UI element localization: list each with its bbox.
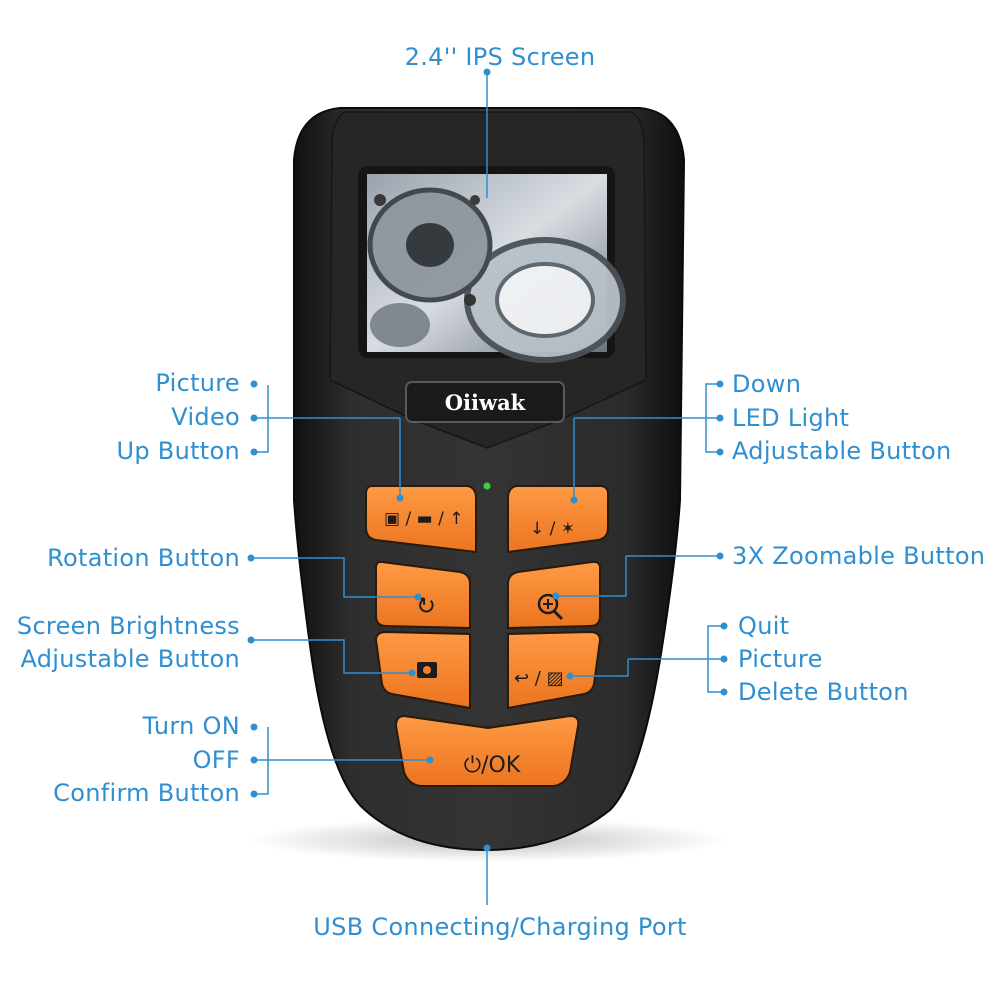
rotation-button-callout: Rotation Button [47, 544, 240, 572]
picture-video-up-button [365, 485, 477, 554]
brightness-callout-line1: Screen Brightness [16, 612, 240, 640]
zoom-button-callout: 3X Zoomable Button [732, 542, 986, 570]
power-ok-label: ⏻/OK [464, 753, 521, 778]
callout-dots [247, 68, 728, 852]
callout-lines [252, 72, 722, 905]
picture-callout: Picture [155, 369, 240, 397]
rotation-button [375, 560, 471, 630]
video-callout: Video [171, 403, 240, 431]
off-callout: OFF [192, 746, 240, 774]
usb-port-callout: USB Connecting/Charging Port [313, 913, 687, 941]
rotate-icon: ↻ [416, 592, 436, 620]
brightness-icon [417, 662, 437, 678]
brand-logo: Oiiwak [445, 390, 526, 415]
up-button-callout: Up Button [116, 437, 240, 465]
zoom-in-icon [537, 593, 564, 621]
picture-right-callout: Picture [738, 645, 823, 673]
down-callout: Down [732, 370, 802, 398]
quit-picture-delete-button [507, 630, 602, 710]
brightness-callout-line2: Adjustable Button [20, 645, 240, 673]
delete-button-callout: Delete Button [738, 678, 909, 706]
turn-on-callout: Turn ON [142, 712, 240, 740]
power-ok-button [394, 714, 580, 787]
brand-plate [405, 381, 565, 423]
screen-image [367, 187, 626, 363]
quit-callout: Quit [738, 612, 790, 640]
down-led-glyphs: ↓ / ✶ [530, 519, 575, 539]
led-indicator [483, 482, 491, 490]
led-light-callout: LED Light [732, 404, 850, 432]
adjustable-button-callout: Adjustable Button [732, 437, 952, 465]
down-led-button [507, 485, 609, 554]
screen-callout: 2.4'' IPS Screen [404, 43, 596, 71]
quit-picture-delete-glyphs: ↩ / ▨ [514, 668, 564, 689]
confirm-button-callout: Confirm Button [53, 779, 240, 807]
picture-video-up-glyphs: ▣ / ▬ / ↑ [384, 509, 463, 529]
